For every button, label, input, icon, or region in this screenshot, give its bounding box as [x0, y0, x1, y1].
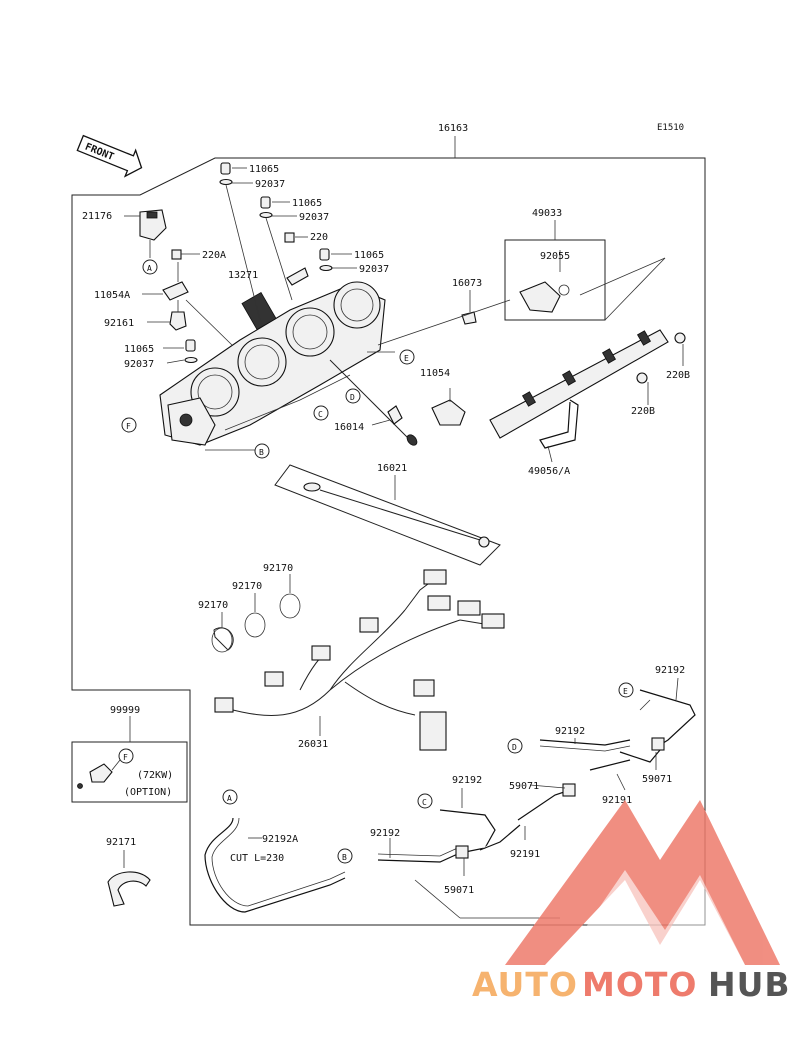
- wiring-harness-26031: [214, 569, 505, 751]
- vacuum-caps: [171, 162, 333, 364]
- svg-text:AUTO: AUTO: [472, 965, 578, 1004]
- throttle-body: [159, 281, 386, 446]
- front-arrow-icon: FRONT: [76, 134, 143, 178]
- label-59071: 59071: [509, 781, 539, 792]
- callout-C: C: [313, 405, 329, 421]
- label-92192a: 92192A: [262, 834, 298, 845]
- label-92037: 92037: [255, 179, 285, 190]
- label-13271: 13271: [228, 270, 258, 281]
- label-92161: 92161: [104, 318, 134, 329]
- label-92192: 92192: [555, 726, 585, 737]
- part-92161: [169, 311, 187, 331]
- part-99999: [89, 763, 113, 783]
- label-59071: 59071: [642, 774, 672, 785]
- label-99999: 99999: [110, 705, 140, 716]
- callout-E: E: [399, 349, 415, 365]
- label-21176: 21176: [82, 211, 112, 222]
- hoses: [204, 677, 696, 919]
- label-16073: 16073: [452, 278, 482, 289]
- label-92037: 92037: [124, 359, 154, 370]
- bracket-11054a: [162, 281, 189, 301]
- callout-E: E: [618, 682, 634, 698]
- label-220b: 220B: [666, 370, 690, 381]
- label-59071: 59071: [444, 885, 474, 896]
- label-92192: 92192: [370, 828, 400, 839]
- label-92171: 92171: [106, 837, 136, 848]
- callout-B: B: [254, 443, 270, 459]
- label-92170: 92170: [198, 600, 228, 611]
- callout-A: A: [142, 259, 158, 275]
- label-220b: 220B: [631, 406, 655, 417]
- label-26031: 26031: [298, 739, 328, 750]
- sensor-21176: [124, 209, 167, 258]
- label-92191: 92191: [602, 795, 632, 806]
- clips-92170: [211, 574, 301, 653]
- svg-text:C: C: [318, 410, 323, 419]
- label-11065: 11065: [249, 164, 279, 175]
- option-box: [71, 741, 188, 803]
- label-92037: 92037: [359, 264, 389, 275]
- label-11065: 11065: [124, 344, 154, 355]
- callout-C: C: [417, 793, 433, 809]
- cut-note: CUT L=230: [230, 853, 284, 864]
- svg-text:HUB: HUB: [708, 965, 791, 1004]
- label-92037: 92037: [299, 212, 329, 223]
- label-220a: 220A: [202, 250, 226, 261]
- label-11065: 11065: [354, 250, 384, 261]
- svg-text:E: E: [404, 354, 409, 363]
- svg-text:B: B: [342, 853, 347, 862]
- option-line-2: (OPTION): [124, 787, 172, 798]
- label-49033: 49033: [532, 208, 562, 219]
- svg-text:A: A: [147, 264, 152, 273]
- callout-D: D: [345, 388, 361, 404]
- label-92170: 92170: [232, 581, 262, 592]
- svg-text:D: D: [350, 393, 355, 402]
- label-16014: 16014: [334, 422, 364, 433]
- callout-F: F: [118, 748, 134, 764]
- svg-text:B: B: [259, 448, 264, 457]
- svg-text:A: A: [227, 794, 232, 803]
- svg-text:C: C: [422, 798, 427, 807]
- svg-text:D: D: [512, 743, 517, 752]
- label-11054: 11054: [420, 368, 450, 379]
- label-49056a: 49056/A: [528, 466, 570, 477]
- label-92055: 92055: [540, 251, 570, 262]
- assembly-number: 16163: [438, 123, 468, 134]
- label-92170: 92170: [263, 563, 293, 574]
- label-92192: 92192: [452, 775, 482, 786]
- label-220: 220: [310, 232, 328, 243]
- svg-text:F: F: [123, 753, 128, 762]
- option-line-1: (72KW): [137, 770, 173, 781]
- diagram-code: E1510: [657, 123, 684, 133]
- screw-16014: [329, 359, 418, 446]
- label-11065: 11065: [292, 198, 322, 209]
- shaft-frame-16021: [274, 464, 501, 566]
- callout-A: A: [222, 789, 238, 805]
- watermark-text: AUTO MOTO HUB: [472, 965, 791, 1004]
- injector-part: [519, 281, 561, 313]
- clamp-92171: [107, 871, 151, 907]
- callout-D: D: [507, 738, 523, 754]
- label-11054a: 11054A: [94, 290, 130, 301]
- watermark-logo: [505, 800, 780, 965]
- label-92192: 92192: [655, 665, 685, 676]
- svg-text:E: E: [623, 687, 628, 696]
- svg-text:F: F: [126, 422, 131, 431]
- svg-text:MOTO: MOTO: [582, 965, 697, 1004]
- callout-B: B: [337, 848, 353, 864]
- label-16021: 16021: [377, 463, 407, 474]
- callout-F: F: [121, 417, 137, 433]
- label-92191: 92191: [510, 849, 540, 860]
- fuel-rail-49056: [431, 329, 686, 449]
